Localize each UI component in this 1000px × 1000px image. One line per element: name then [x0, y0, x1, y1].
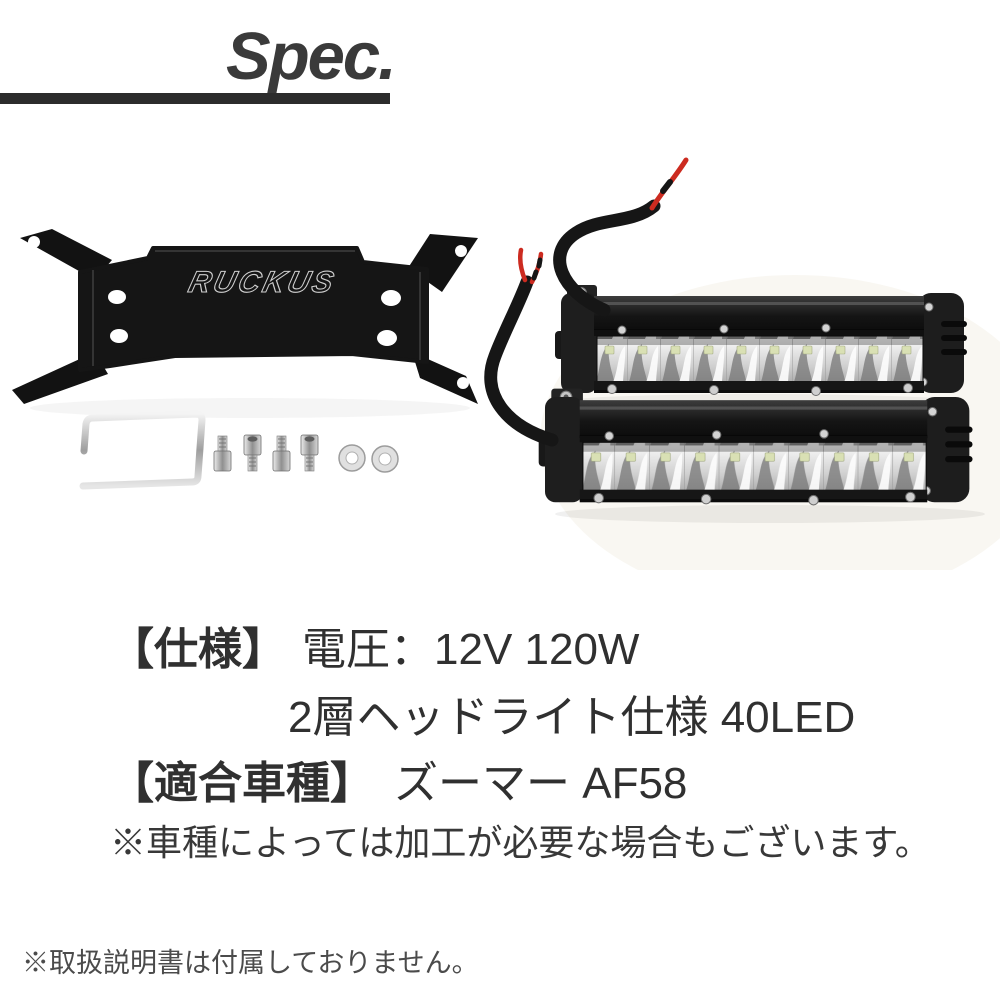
spec-caution-note: ※車種によっては加工が必要な場合もございます。 [110, 814, 931, 866]
washer [371, 445, 399, 473]
caution-text: ※車種によっては加工が必要な場合もございます。 [110, 822, 931, 863]
hardware-set [79, 410, 399, 490]
u-clamp [79, 410, 206, 490]
mounting-bracket: RUCKUS [12, 229, 478, 404]
hex-bolt [272, 435, 291, 472]
spec-voltage-value: 電圧：12V 120W [302, 625, 640, 674]
bracket-mount-hole [110, 329, 128, 343]
bracket-wing-hole [455, 245, 467, 257]
hex-bolt [300, 434, 319, 472]
led-light-bar-1 [554, 284, 968, 396]
spec-headlight-value: 2層ヘッドライト仕様 40LED [288, 693, 856, 742]
wire-red-lead [517, 247, 528, 283]
vehicle-section-label: 【適合車種】 [110, 759, 374, 808]
hex-bolt [213, 435, 232, 472]
bracket-wing-hole [21, 364, 33, 376]
washer [338, 444, 366, 472]
product-photo: RUCKUS [12, 157, 1000, 570]
spec-section-label: 【仕様】 [110, 625, 286, 674]
bracket-mount-hole [381, 290, 401, 306]
page-title: Spec. [226, 19, 397, 94]
spec-line-headlight: 2層ヘッドライト仕様 40LED [288, 681, 855, 745]
spec-line-voltage: 【仕様】電圧：12V 120W [110, 613, 639, 677]
bracket-wing-hole [28, 236, 40, 248]
led-light-bar-2 [538, 388, 974, 506]
bracket-wing-hole [457, 377, 469, 389]
manual-note: ※取扱説明書は付属しておりません。 [22, 941, 479, 980]
title-underline-bar [0, 93, 390, 104]
wire-bar2 [484, 247, 559, 447]
ruckus-engraving: RUCKUS [185, 265, 340, 298]
bracket-mount-hole [377, 330, 397, 346]
hex-bolt [243, 434, 262, 472]
bar2-shadow [555, 505, 985, 523]
bracket-mount-hole [108, 290, 126, 304]
manual-note-text: ※取扱説明書は付属しておりません。 [22, 948, 479, 978]
spec-line-vehicle: 【適合車種】ズーマー AF58 [110, 747, 687, 811]
vehicle-value: ズーマー AF58 [394, 759, 688, 808]
wire-bar1 [553, 157, 689, 317]
